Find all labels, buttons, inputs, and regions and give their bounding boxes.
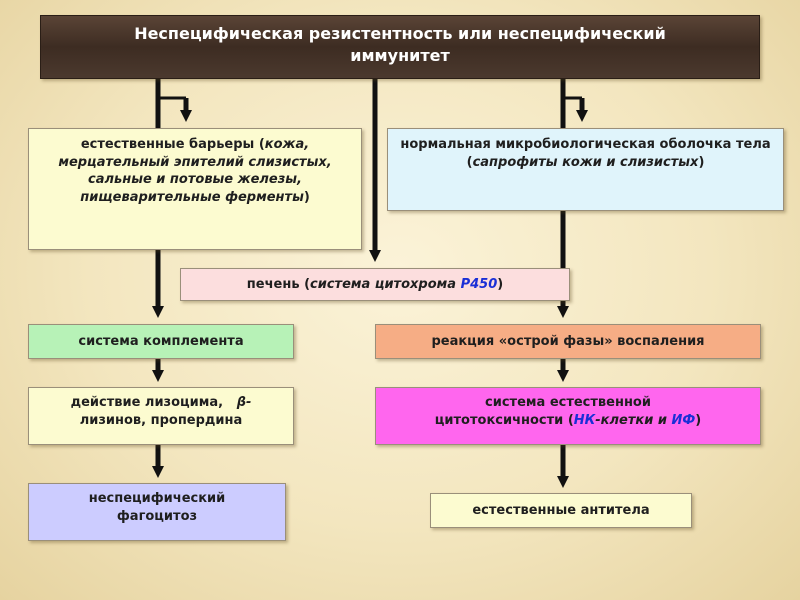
- complement-box: система комплемента: [28, 324, 294, 359]
- microflora-box: нормальная микробиологическая оболочка т…: [387, 128, 784, 211]
- cytotoxicity-paren-open: (: [563, 412, 574, 428]
- liver-code: Р450: [460, 277, 498, 292]
- lysozyme-line2: лизинов, пропердина: [79, 412, 243, 428]
- barriers-detail: кожа, мерцательный эпителий слизистых, с…: [58, 137, 332, 205]
- liver-paren-open: (: [299, 277, 311, 292]
- lysozyme-box: действие лизоцима, β- лизинов, пропердин…: [28, 387, 294, 445]
- title-line2: иммунитет: [350, 45, 450, 65]
- barriers-paren-close: ): [303, 189, 310, 205]
- cytotoxicity-nk-rest: -клетки и: [595, 412, 667, 428]
- cytotoxicity-box: система естественной цитотоксичности (НК…: [375, 387, 761, 445]
- cytotoxicity-line2: цитотоксичности: [434, 412, 564, 428]
- liver-detail: система цитохрома: [310, 277, 457, 292]
- barriers-main: естественные барьеры: [80, 137, 255, 152]
- cytotoxicity-line1: система естественной: [485, 395, 651, 410]
- barriers-paren-open: (: [254, 137, 265, 152]
- complement-label: система комплемента: [78, 334, 244, 349]
- lysozyme-beta: β-: [236, 395, 252, 410]
- natural-antibodies-box: естественные антитела: [430, 493, 692, 528]
- cytotoxicity-paren-close: ): [695, 412, 702, 428]
- title-box: Неспецифическая резистентность или неспе…: [40, 15, 760, 79]
- phagocytosis-line2: фагоцитоз: [116, 508, 198, 524]
- liver-main: печень: [246, 277, 300, 292]
- liver-paren-close: ): [497, 277, 504, 292]
- acute-phase-label: реакция «острой фазы» воспаления: [431, 334, 705, 349]
- cytotoxicity-if: ИФ: [671, 412, 696, 428]
- phagocytosis-box: неспецифический фагоцитоз: [28, 483, 286, 541]
- cytotoxicity-nk: НК: [573, 412, 596, 428]
- microflora-main: нормальная микробиологическая оболочка т…: [400, 137, 771, 152]
- title-line1: Неспецифическая резистентность или неспе…: [134, 24, 666, 43]
- lysozyme-line1: действие лизоцима,: [70, 395, 224, 410]
- microflora-paren-open: (: [466, 154, 473, 170]
- natural-barriers-box: естественные барьеры (кожа, мерцательный…: [28, 128, 362, 250]
- microflora-paren-close: ): [698, 154, 705, 170]
- liver-box: печень (система цитохрома Р450): [180, 268, 570, 301]
- antibodies-label: естественные антитела: [472, 503, 650, 518]
- acute-phase-box: реакция «острой фазы» воспаления: [375, 324, 761, 359]
- microflora-detail: сапрофиты кожи и слизистых: [472, 154, 699, 170]
- phagocytosis-line1: неспецифический: [88, 491, 226, 506]
